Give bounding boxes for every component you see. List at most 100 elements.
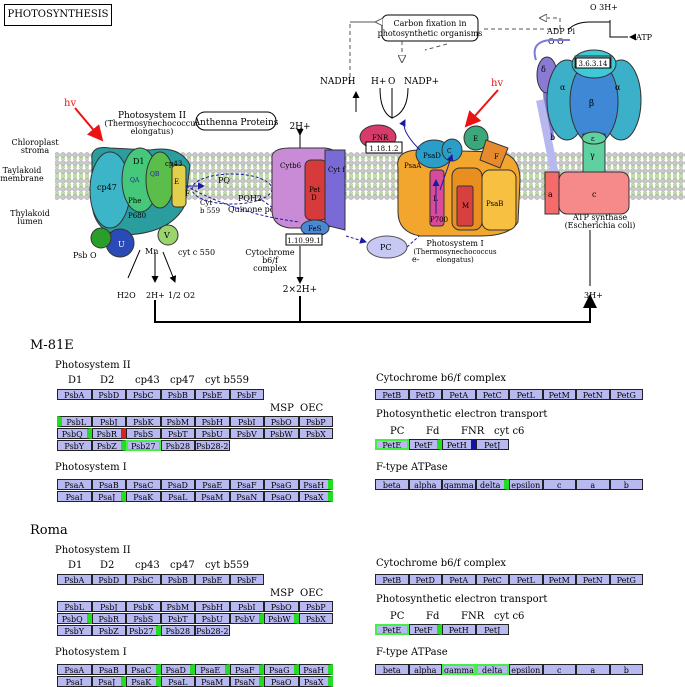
gene-box[interactable]: PsbR (91, 428, 126, 439)
gene-box[interactable]: PetG (609, 574, 643, 585)
gene-box[interactable]: PsaK (126, 676, 161, 687)
gene-box[interactable]: PetM (542, 574, 576, 585)
gene-box[interactable]: PsbQ (57, 613, 92, 624)
gene-box[interactable]: PetJ (475, 439, 509, 450)
gene-box[interactable]: alpha (408, 664, 442, 675)
gene-box[interactable]: PsbB (160, 574, 195, 585)
gene-box[interactable]: delta (475, 479, 509, 490)
gene-box[interactable]: beta (375, 664, 409, 675)
gene-box[interactable]: Psb28-2 (195, 625, 230, 636)
gene-box[interactable]: PetB (375, 574, 409, 585)
gene-box[interactable]: epsilon (509, 479, 543, 490)
gene-box[interactable]: PsaK (126, 491, 161, 502)
gene-box[interactable]: PsaF (229, 479, 264, 490)
gene-box[interactable]: PetL (509, 389, 543, 400)
gene-box[interactable]: PsaL (160, 491, 195, 502)
gene-box[interactable]: PsbI (229, 601, 264, 612)
gene-box[interactable]: Psb28-2 (195, 440, 230, 451)
gene-box[interactable]: PsbE (195, 574, 230, 585)
gene-box[interactable]: PetH (442, 624, 476, 635)
gene-box[interactable]: c (542, 664, 576, 675)
gene-box[interactable]: PsbJ (91, 416, 126, 427)
gene-box[interactable]: PsbT (160, 613, 195, 624)
gene-box[interactable]: PsbR (91, 613, 126, 624)
gene-box[interactable]: PsaH (298, 479, 333, 490)
gene-box[interactable]: PsbL (57, 416, 92, 427)
gene-box[interactable]: PsbL (57, 601, 92, 612)
gene-box[interactable]: PsaE (195, 479, 230, 490)
gene-box[interactable]: PetB (375, 389, 409, 400)
gene-box[interactable]: PsbD (91, 574, 126, 585)
gene-box[interactable]: c (542, 479, 576, 490)
gene-box[interactable]: PsaN (229, 676, 264, 687)
gene-box[interactable]: Psb28 (160, 440, 195, 451)
gene-box[interactable]: PsbZ (91, 440, 126, 451)
gene-box[interactable]: delta (475, 664, 509, 675)
gene-box[interactable]: PsaB (91, 664, 126, 675)
gene-box[interactable]: PetA (442, 574, 476, 585)
gene-box[interactable]: PsbE (195, 389, 230, 400)
gene-box[interactable]: PsbX (298, 613, 333, 624)
gene-box[interactable]: PsaM (195, 676, 230, 687)
gene-box[interactable]: gamma (442, 479, 476, 490)
gene-box[interactable]: b (609, 664, 643, 675)
gene-box[interactable]: PsbM (160, 601, 195, 612)
gene-box[interactable]: PsaD (160, 664, 195, 675)
gene-box[interactable]: PsaL (160, 676, 195, 687)
gene-box[interactable]: PsbQ (57, 428, 92, 439)
gene-box[interactable]: PsaE (195, 664, 230, 675)
gene-box[interactable]: PsaM (195, 491, 230, 502)
gene-box[interactable]: PsaI (57, 676, 92, 687)
gene-box[interactable]: PsaA (57, 664, 92, 675)
gene-box[interactable]: PetC (475, 389, 509, 400)
gene-box[interactable]: PsbT (160, 428, 195, 439)
gene-box[interactable]: PsbH (195, 416, 230, 427)
gene-box[interactable]: PsbO (264, 601, 299, 612)
gene-box[interactable]: PsbF (229, 574, 264, 585)
gene-box[interactable]: PsbS (126, 613, 161, 624)
gene-box[interactable]: PsaG (264, 664, 299, 675)
gene-box[interactable]: PetM (542, 389, 576, 400)
gene-box[interactable]: beta (375, 479, 409, 490)
gene-box[interactable]: PsbM (160, 416, 195, 427)
gene-box[interactable]: PsbC (126, 574, 161, 585)
gene-box[interactable]: PetE (375, 439, 409, 450)
gene-box[interactable]: PsaB (91, 479, 126, 490)
gene-box[interactable]: PsaN (229, 491, 264, 502)
gene-box[interactable]: epsilon (509, 664, 543, 675)
gene-box[interactable]: PetN (576, 574, 610, 585)
gene-box[interactable]: PsbV (229, 613, 264, 624)
gene-box[interactable]: PsbC (126, 389, 161, 400)
gene-box[interactable]: PetE (375, 624, 409, 635)
gene-box[interactable]: a (576, 664, 610, 675)
gene-box[interactable]: PsbI (229, 416, 264, 427)
gene-box[interactable]: PsbY (57, 625, 92, 636)
gene-box[interactable]: PsaO (264, 491, 299, 502)
gene-box[interactable]: PsbU (195, 613, 230, 624)
gene-box[interactable]: PsbP (298, 416, 333, 427)
gene-box[interactable]: gamma (442, 664, 476, 675)
gene-box[interactable]: PsaD (160, 479, 195, 490)
gene-box[interactable]: PsbV (229, 428, 264, 439)
gene-box[interactable]: PsaJ (91, 491, 126, 502)
gene-box[interactable]: Psb27 (126, 625, 161, 636)
gene-box[interactable]: PsbO (264, 416, 299, 427)
gene-box[interactable]: PsbB (160, 389, 195, 400)
gene-box[interactable]: PsaX (298, 676, 333, 687)
gene-box[interactable]: Psb27 (126, 440, 161, 451)
gene-box[interactable]: PsbD (91, 389, 126, 400)
gene-box[interactable]: PetJ (475, 624, 509, 635)
gene-box[interactable]: alpha (408, 479, 442, 490)
gene-box[interactable]: PsbF (229, 389, 264, 400)
gene-box[interactable]: PetC (475, 574, 509, 585)
gene-box[interactable]: PetG (609, 389, 643, 400)
gene-box[interactable]: PsaX (298, 491, 333, 502)
gene-box[interactable]: PetA (442, 389, 476, 400)
gene-box[interactable]: PsaH (298, 664, 333, 675)
gene-box[interactable]: b (609, 479, 643, 490)
gene-box[interactable]: PetD (408, 389, 442, 400)
gene-box[interactable]: PetL (509, 574, 543, 585)
gene-box[interactable]: PsbA (57, 389, 92, 400)
gene-box[interactable]: PsbJ (91, 601, 126, 612)
gene-box[interactable]: PetH (442, 439, 476, 450)
